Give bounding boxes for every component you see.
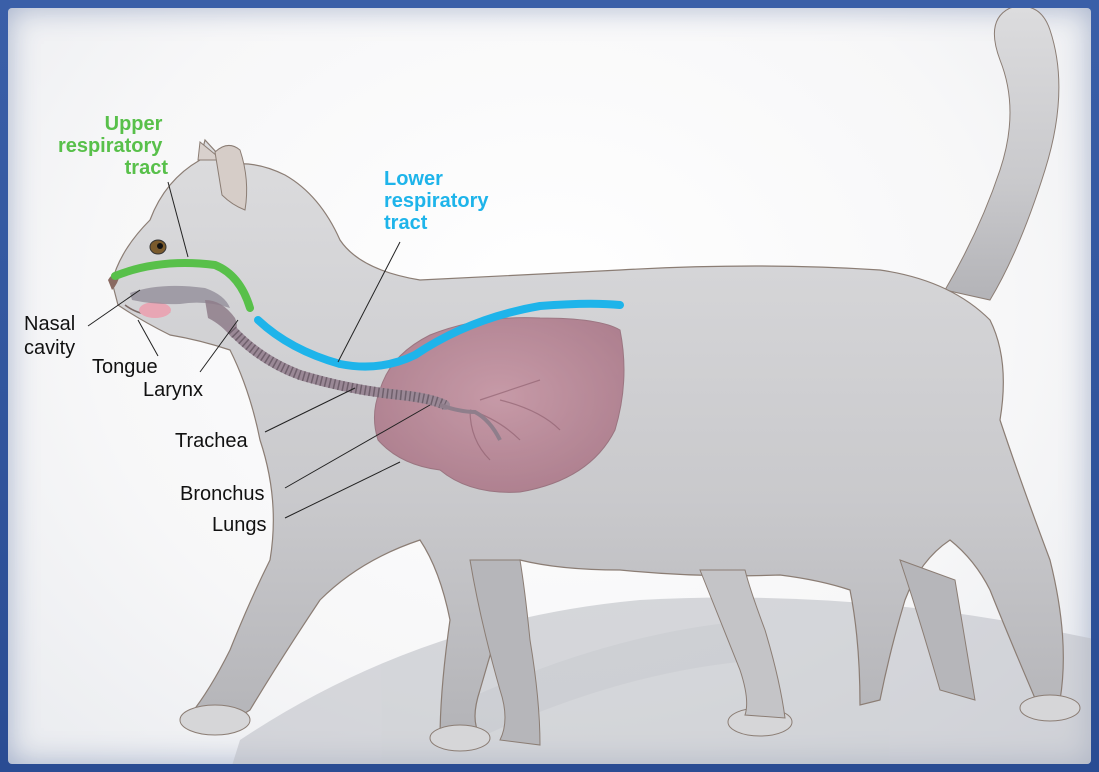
diagram-canvas: Upper respiratory tract Lower respirator…	[8, 8, 1091, 764]
label-trachea: Trachea	[175, 430, 249, 452]
lower-tract-heading: Lower respiratory tract	[384, 168, 494, 234]
cat-respiratory-diagram: Upper respiratory tract Lower respirator…	[8, 8, 1091, 764]
label-tongue: Tongue	[92, 356, 158, 378]
label-lungs: Lungs	[212, 514, 267, 536]
upper-tract-heading: Upper respiratory tract	[58, 113, 168, 179]
label-nasal-cavity: Nasal cavity	[24, 313, 81, 359]
label-larynx: Larynx	[143, 379, 203, 401]
label-bronchus: Bronchus	[180, 483, 265, 505]
